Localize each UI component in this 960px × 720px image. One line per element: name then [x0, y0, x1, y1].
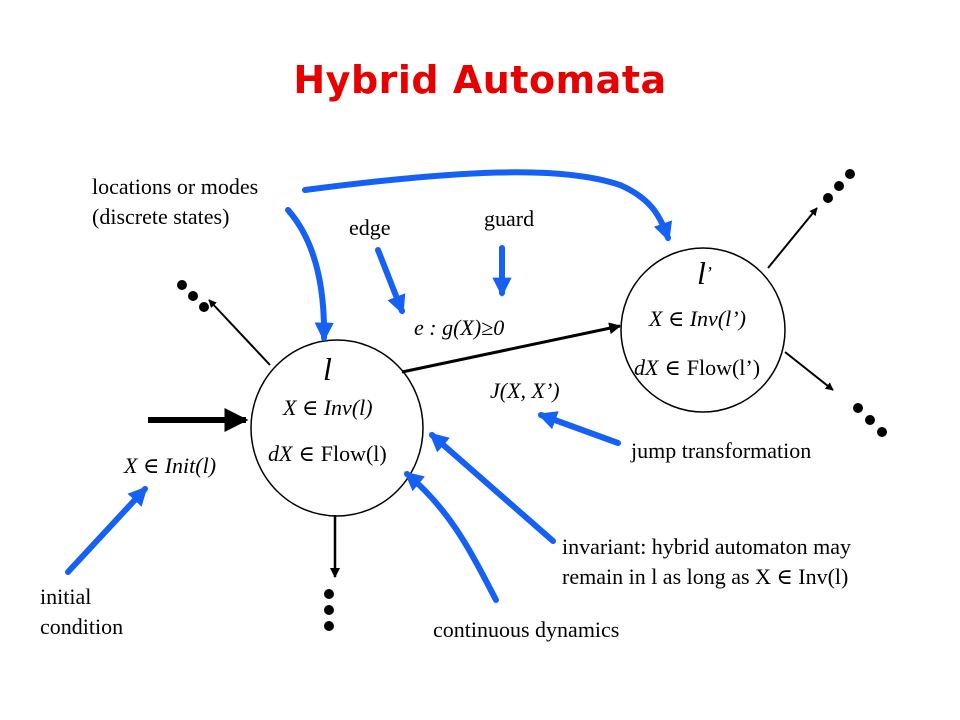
annotation-invariant-line1: invariant: hybrid automaton may: [562, 534, 851, 559]
location-lprime-flow-var: dX: [634, 355, 659, 380]
location-lprime-letter: l: [697, 255, 706, 291]
ellipsis-dots-upper-right: [823, 169, 855, 203]
location-l-flow: dX∈Flow(l): [268, 441, 387, 467]
location-l-flow-var: dX: [268, 441, 293, 466]
annotation-continuous: continuous dynamics: [433, 617, 620, 642]
location-lprime-invariant: X ∈ Inv(l’): [649, 306, 746, 331]
annotation-initial: initial condition: [40, 582, 123, 642]
annotation-initial-line2: condition: [40, 614, 124, 639]
annotation-locations: locations or modes (discrete states): [92, 172, 258, 232]
annotation-locations-line1: locations or modes: [92, 174, 259, 199]
pointer-locations-to-l: [285, 207, 334, 342]
lp-out-arrow-down: [784, 351, 834, 391]
ellipsis-dots-upper-left: [177, 280, 209, 312]
location-l-circle: [250, 339, 424, 517]
annotation-jump: jump transformation: [631, 438, 812, 463]
location-l-flow-fn: Flow(l): [320, 441, 387, 466]
l-out-arrow-up: [208, 299, 271, 366]
pointer-locations-to-lprime: [302, 169, 673, 242]
annotation-locations-line2: (discrete states): [92, 204, 230, 229]
pointer-jump: [537, 411, 621, 446]
annotation-invariant: invariant: hybrid automaton may remain i…: [562, 532, 851, 592]
annotation-initial-line1: initial: [40, 584, 92, 609]
edge-arrow: [401, 322, 622, 374]
pointer-invariant: [429, 432, 556, 544]
pointer-continuous: [404, 471, 499, 603]
pointer-initial: [65, 486, 148, 575]
location-lprime-flow-fn: Flow(l’): [686, 355, 761, 380]
lp-out-arrow-up: [767, 207, 818, 269]
location-lprime-name: l’: [697, 256, 712, 290]
location-l-name: l: [323, 351, 332, 387]
ellipsis-dots-bottom: [324, 589, 334, 631]
page-title: Hybrid Automata: [293, 58, 667, 102]
init-label: X ∈ Init(l): [124, 453, 217, 478]
annotation-edge: edge: [349, 215, 391, 240]
ellipsis-dots-lower-right: [853, 403, 887, 437]
location-lprime-mark: ’: [705, 263, 712, 283]
location-l-invariant: X ∈ Inv(l): [283, 395, 373, 420]
edge-guard-label: e : g(X)≥0: [414, 315, 505, 340]
pointer-edge: [375, 247, 406, 315]
jump-function-label: J(X, X’): [490, 378, 560, 403]
location-l-flow-sym: ∈: [298, 441, 315, 466]
location-lprime-flow-sym: ∈: [664, 355, 681, 380]
annotation-invariant-line2: remain in l as long as X ∈ Inv(l): [562, 564, 849, 589]
annotation-guard: guard: [484, 206, 535, 231]
location-lprime-flow: dX∈Flow(l’): [634, 355, 760, 381]
